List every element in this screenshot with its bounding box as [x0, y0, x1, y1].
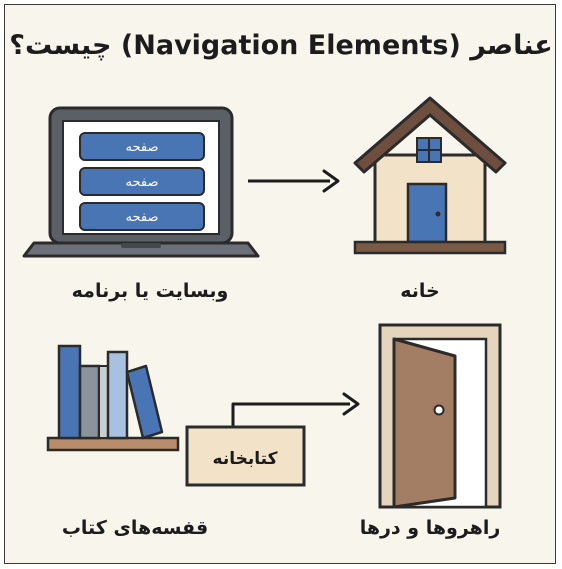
door-icon [378, 323, 502, 509]
label-hallways-doors: راهروها و درها [359, 517, 501, 539]
menu-item-3-label: صفحه [126, 210, 159, 225]
menu-item-2-label: صفحه [126, 175, 159, 190]
arrow-icon [248, 169, 340, 193]
library-sign-label: کتابخانه [213, 449, 278, 469]
diagram-title: عناصر (Navigation Elements) چیست؟ [9, 30, 553, 61]
house-door [406, 182, 448, 244]
books-icon [46, 344, 180, 452]
laptop-menu: صفحه صفحه صفحه [79, 132, 205, 231]
label-home: خانه [400, 280, 440, 302]
house-window [416, 137, 442, 163]
label-website: وبسایت یا برنامه [71, 280, 229, 302]
menu-item-3[interactable] [79, 202, 205, 231]
arrow-icon [231, 392, 360, 427]
label-bookshelves: قفسه‌های کتاب [61, 517, 209, 539]
house-icon [353, 96, 507, 255]
library-sign: کتابخانه [185, 425, 306, 487]
menu-item-1-label: صفحه [126, 140, 159, 155]
menu-item-2[interactable] [79, 167, 205, 196]
menu-item-1[interactable] [79, 132, 205, 161]
